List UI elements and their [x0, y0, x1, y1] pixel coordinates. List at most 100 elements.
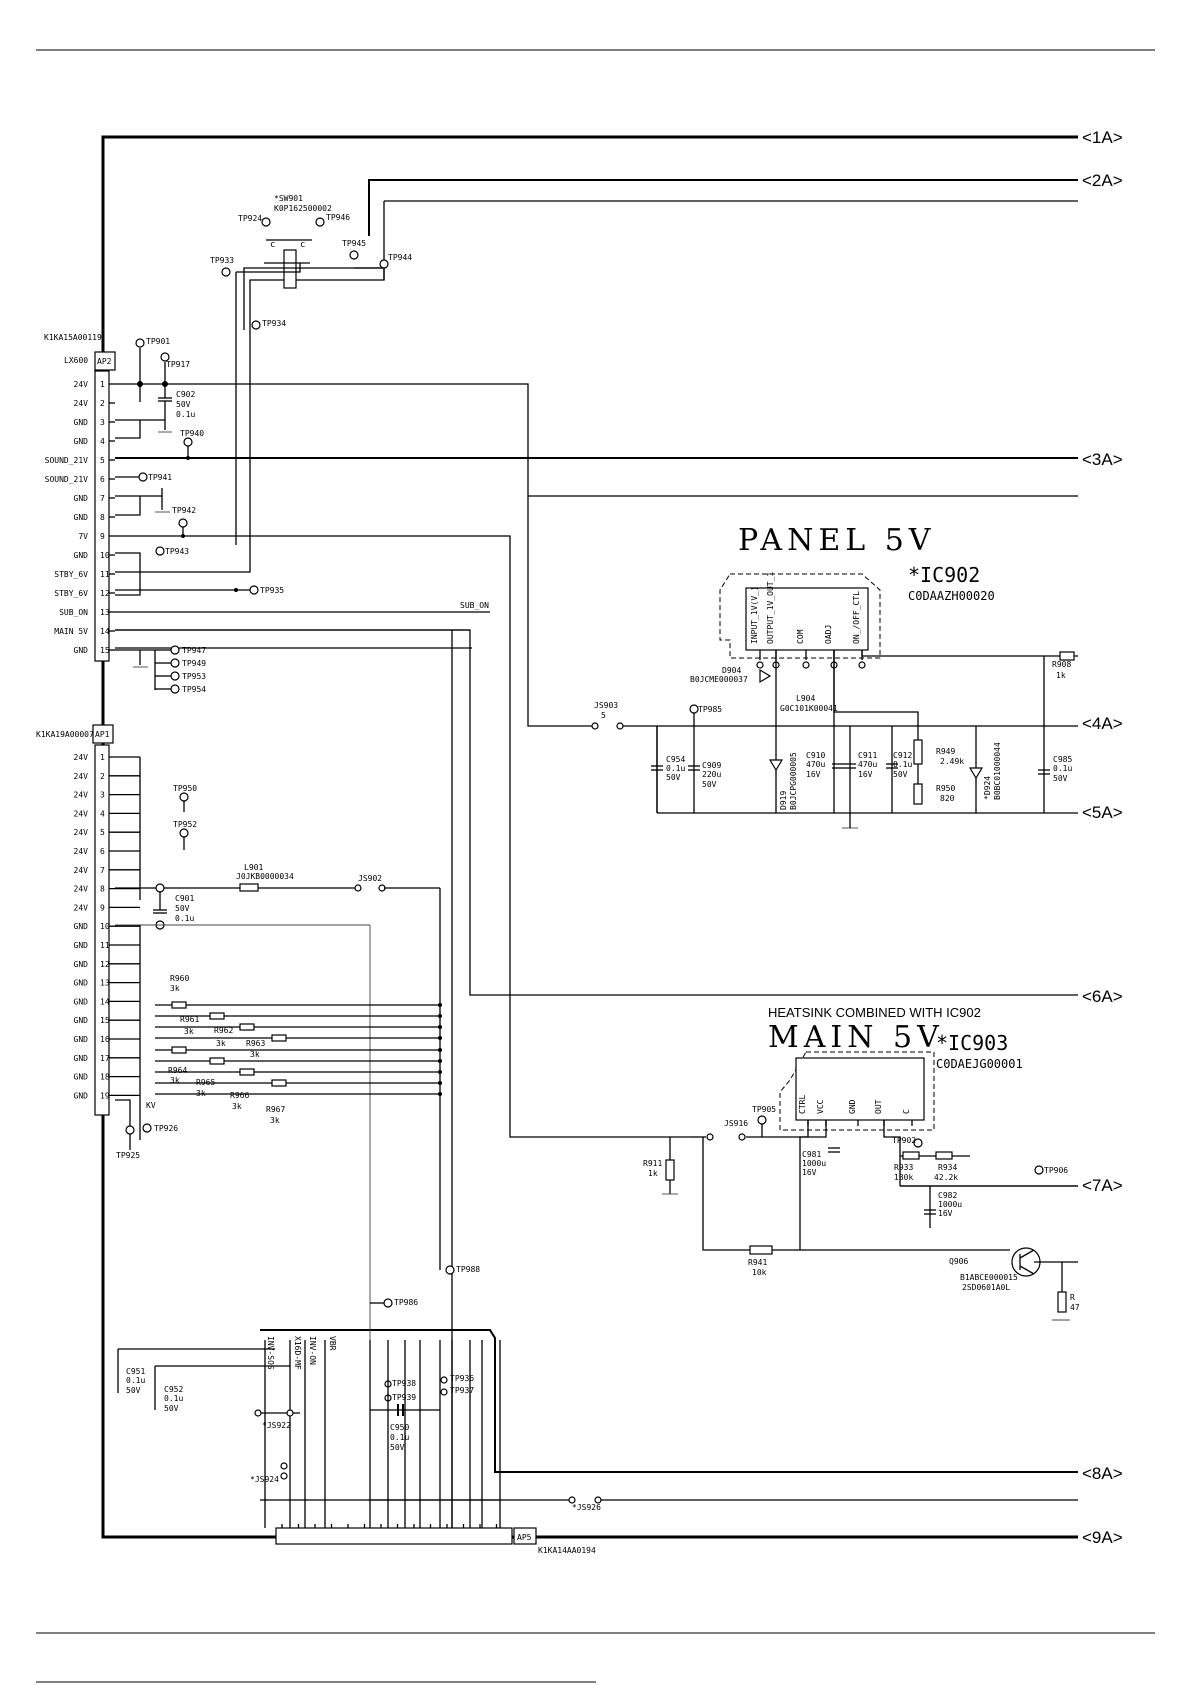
- panel-ic-part: C0DAAZH00020: [908, 589, 995, 603]
- ap1-pin-number: 10: [100, 922, 110, 931]
- r961-label: R961: [180, 1015, 199, 1024]
- r949-label: R949: [936, 747, 955, 756]
- resistor-body: [239, 1023, 255, 1031]
- d924-label: *D924: [983, 776, 992, 800]
- ap2-pin-number: 1: [100, 380, 105, 389]
- junction-dot: [438, 1092, 442, 1096]
- d904-label: D904: [722, 666, 741, 675]
- ap5-ref-box: [513, 1527, 537, 1545]
- main-5v-block: HEATSINK COMBINED WITH IC902 MAIN 5V *IC…: [643, 1005, 1080, 1321]
- resistor-body: [209, 1057, 225, 1065]
- connector-labels: <1A> <2A> <3A> <4A> <5A> <6A> <7A> <8A> …: [1082, 128, 1123, 1547]
- ap1-pin-number: 18: [100, 1073, 110, 1082]
- ap1-part: K1KA19A00007: [36, 730, 94, 739]
- ap2-pin-number: 6: [100, 475, 105, 484]
- svg-text:50V: 50V: [666, 773, 681, 782]
- ap1-pin-number: 19: [100, 1091, 110, 1100]
- ap1-pin-label: GND: [74, 1016, 89, 1025]
- ap1-pin-number: 12: [100, 960, 110, 969]
- ic903-pin-label: GND: [848, 1099, 857, 1114]
- ap2-pin-label: GND: [74, 646, 89, 655]
- ap5-body: [275, 1527, 513, 1545]
- svg-text:50V: 50V: [702, 780, 717, 789]
- ap2-pin-label: SUB_ON: [59, 608, 88, 617]
- c952-label: C952: [164, 1385, 183, 1394]
- r941-body: [749, 1245, 773, 1255]
- ap5-signal-verticals: [264, 1340, 501, 1528]
- ap2-pin-label: GND: [74, 418, 89, 427]
- ap1-ref: AP1: [95, 730, 110, 739]
- svg-text:1k: 1k: [1056, 671, 1066, 680]
- ap1-pin-number: 6: [100, 847, 105, 856]
- tp954-label: TP954: [182, 685, 206, 694]
- ap2-pin-number: 10: [100, 551, 110, 560]
- ap2-pin-label: GND: [74, 437, 89, 446]
- connector-8a: <8A>: [1082, 1464, 1123, 1483]
- svg-text:J0JKB0000034: J0JKB0000034: [236, 872, 294, 881]
- ap1-pin-number: 15: [100, 1016, 110, 1025]
- js902-label: JS902: [358, 874, 382, 883]
- ap2-ref-box: [94, 351, 116, 371]
- svg-text:B0BC01000044: B0BC01000044: [993, 742, 1002, 800]
- ap2-pin-number: 12: [100, 589, 110, 598]
- ap2-ref: AP2: [97, 357, 112, 366]
- r962-label: R962: [214, 1026, 233, 1035]
- svg-text:0.1u: 0.1u: [164, 1394, 183, 1403]
- c912-label: C912: [893, 751, 912, 760]
- tp945-label: TP945: [342, 239, 366, 248]
- ap1-pin-label: GND: [74, 1073, 89, 1082]
- ap2-pin-label: SOUND_21V: [45, 456, 89, 465]
- ap1-pin-label: GND: [74, 997, 89, 1006]
- connector-5a: <5A>: [1082, 803, 1123, 822]
- kv-label: KV: [146, 1101, 156, 1110]
- ap1-pin-number: 1: [100, 753, 105, 762]
- svg-text:0.1u: 0.1u: [126, 1376, 145, 1385]
- junction-dot: [438, 1014, 442, 1018]
- d919-label: D919: [779, 791, 788, 810]
- svg-text:0.1u: 0.1u: [176, 410, 195, 419]
- ic902-pin-label: INPUT_1V(V_): [750, 586, 759, 644]
- svg-text:16V: 16V: [802, 1168, 817, 1177]
- ap2-pin-number: 4: [100, 437, 105, 446]
- sw901-switch: *SW901 K0P162500002 c c: [235, 194, 385, 545]
- ap1-pin-label: 24V: [74, 791, 89, 800]
- svg-text:3k: 3k: [250, 1050, 260, 1059]
- svg-text:16V: 16V: [858, 770, 873, 779]
- ap1-pin-label: 24V: [74, 885, 89, 894]
- ap1-pin-label: 24V: [74, 847, 89, 856]
- c982-label: C982: [938, 1191, 957, 1200]
- svg-text:470u: 470u: [806, 760, 825, 769]
- r934-label: R934: [938, 1163, 957, 1172]
- svg-text:220u: 220u: [702, 770, 721, 779]
- ap1-pin-label: 24V: [74, 828, 89, 837]
- ap1-pin-label: 24V: [74, 772, 89, 781]
- tp938-label: TP938: [392, 1379, 416, 1388]
- ap1-pin-label: GND: [74, 922, 89, 931]
- ap2-pin-number: 15: [100, 646, 110, 655]
- ap1-pin-number: 5: [100, 828, 105, 837]
- ap2-body: [94, 370, 110, 662]
- ic903-pin-label: VCC: [816, 1099, 825, 1114]
- tp936-label: TP936: [450, 1374, 474, 1383]
- ic902-pin-label: COM: [796, 629, 805, 644]
- tp940-label: TP940: [180, 429, 204, 438]
- junction-dot: [438, 1036, 442, 1040]
- ic902-pin-pad: [756, 661, 764, 669]
- ap1-pin-number: 3: [100, 791, 105, 800]
- connector-3a: <3A>: [1082, 450, 1123, 469]
- ap2-pin-label: STBY_6V: [54, 570, 88, 579]
- ap5-area: TP988 TP986 TP938 TP939 TP936 TP937 C950…: [117, 1265, 602, 1555]
- svg-text:3k: 3k: [184, 1027, 194, 1036]
- ic902-pin-label: OUTPUT_1V_OUT_1: [766, 572, 775, 644]
- tp952-label: TP952: [173, 820, 197, 829]
- junction-dot: [438, 1003, 442, 1007]
- ap2-pin-label: 24V: [74, 399, 89, 408]
- svg-text:2SD0601A0L: 2SD0601A0L: [962, 1283, 1010, 1292]
- main-ic-part: C0DAEJG00001: [936, 1057, 1023, 1071]
- connector-9a: <9A>: [1082, 1528, 1123, 1547]
- ap5-part: K1KA14AA0194: [538, 1546, 596, 1555]
- svg-text:1000u: 1000u: [938, 1200, 962, 1209]
- r-edge-label: R: [1070, 1293, 1075, 1302]
- r911-label: R911: [643, 1159, 662, 1168]
